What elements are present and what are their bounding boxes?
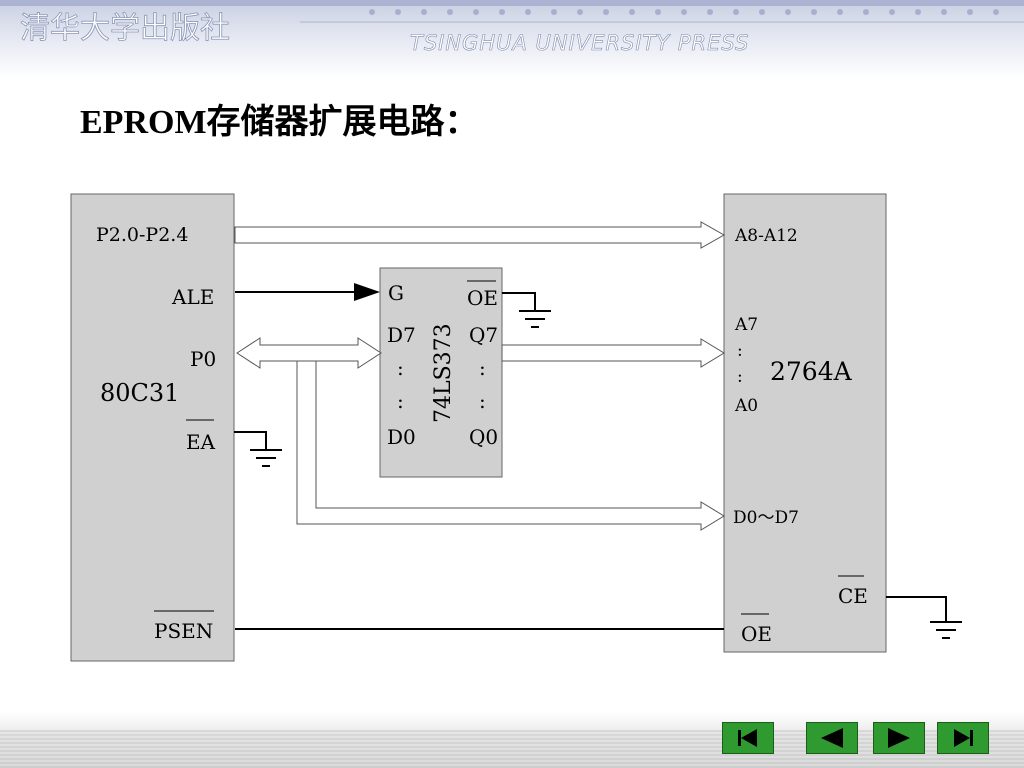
latch-dots-left-1: : xyxy=(397,356,404,380)
eprom-pin-a0: A0 xyxy=(734,396,758,416)
latch-dots-right-2: : xyxy=(479,389,486,413)
latch-pin-d0: D0 xyxy=(387,425,416,449)
eprom-dots-2: : xyxy=(737,367,743,387)
triangle-left-icon xyxy=(821,728,843,748)
page-title: EPROM存储器扩展电路： xyxy=(80,104,479,141)
first-page-button[interactable] xyxy=(722,722,774,754)
last-page-button[interactable] xyxy=(937,722,989,754)
skip-back-icon xyxy=(738,729,757,747)
eprom-pin-ce: CE xyxy=(838,584,868,608)
latch-dots-left-2: : xyxy=(397,389,404,413)
ground-icon xyxy=(930,621,962,639)
latch-oe-ground-wire xyxy=(502,292,536,311)
eprom-pin-oe: OE xyxy=(741,622,772,646)
eprom-name: 2764A xyxy=(770,357,853,386)
cpu-pin-ea: EA xyxy=(186,430,216,454)
publisher-en-logo: TSINGHUA UNIVERSITY PRESS xyxy=(410,31,749,55)
previous-page-button[interactable] xyxy=(806,722,858,754)
latch-74ls373-chip xyxy=(379,267,503,478)
publisher-cn-logo: 清华大学出版社 xyxy=(20,11,230,46)
cpu-pin-psen: PSEN xyxy=(154,619,213,643)
header-banner: 清华大学出版社 TSINGHUA UNIVERSITY PRESS xyxy=(0,0,1024,78)
address-low-bus-arrow xyxy=(501,338,725,368)
latch-pin-g: G xyxy=(388,281,404,305)
latch-name: 74LS373 xyxy=(431,323,456,423)
latch-pin-q7: Q7 xyxy=(469,323,498,347)
cpu-pin-p2: P2.0-P2.4 xyxy=(96,224,188,246)
data-bus-arrow xyxy=(296,360,725,531)
latch-dots-right-1: : xyxy=(479,356,486,380)
header-dots xyxy=(369,9,999,15)
skip-forward-icon xyxy=(954,729,973,747)
eprom-pin-d0-d7: D0～D7 xyxy=(733,508,799,528)
ground-icon xyxy=(519,310,551,328)
cpu-pin-p0: P0 xyxy=(190,347,216,371)
eprom-pin-a7: A7 xyxy=(734,315,758,335)
ea-ground-wire xyxy=(234,431,267,450)
ce-ground-wire xyxy=(886,596,947,622)
ale-arrowhead xyxy=(354,283,380,301)
next-page-button[interactable] xyxy=(873,722,925,754)
ground-icon xyxy=(250,449,282,467)
cpu-name: 80C31 xyxy=(100,379,179,407)
triangle-right-icon xyxy=(888,728,910,748)
latch-pin-d7: D7 xyxy=(387,323,416,347)
cpu-pin-ale: ALE xyxy=(171,285,214,309)
eprom-dots-1: : xyxy=(737,341,743,361)
cpu-80c31-chip xyxy=(70,193,235,662)
circuit-diagram: P2.0-P2.4 ALE P0 80C31 EA PSEN G OE D7 Q… xyxy=(70,193,962,662)
eprom-pin-a8-a12: A8-A12 xyxy=(734,226,798,246)
footer-banner xyxy=(0,712,1024,768)
latch-pin-q0: Q0 xyxy=(469,425,498,449)
address-high-bus-arrow xyxy=(234,221,726,249)
p0-data-bus-arrow xyxy=(236,337,382,369)
latch-pin-oe: OE xyxy=(467,286,498,310)
